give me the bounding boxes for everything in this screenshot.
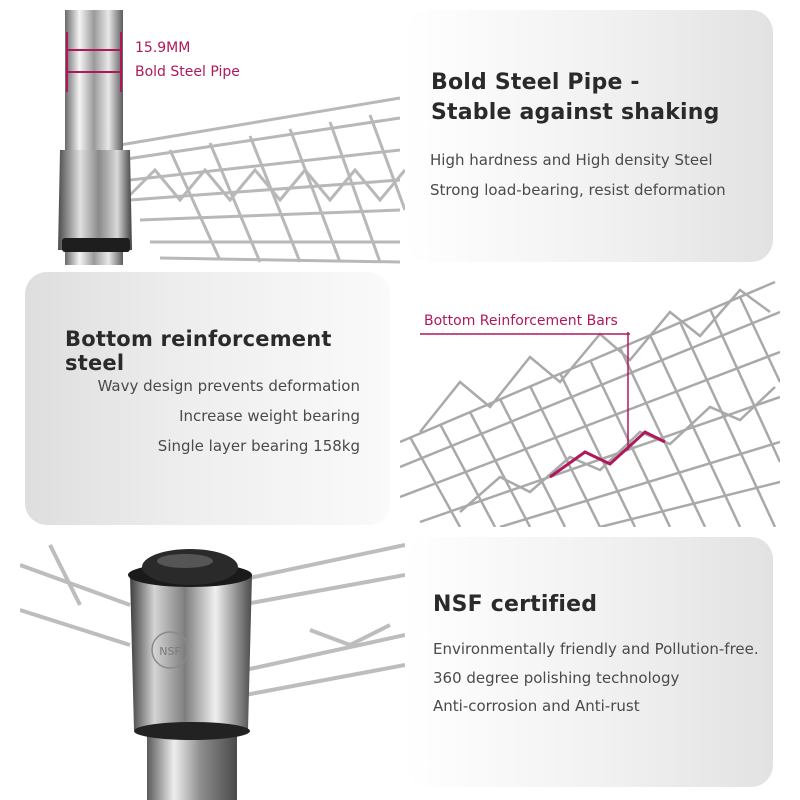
- nsf-feature-2: 360 degree polishing technology: [433, 669, 680, 687]
- svg-text:NSF: NSF: [159, 645, 181, 658]
- nsf-title: NSF certified: [433, 592, 598, 617]
- pipe-name-annotation: Bold Steel Pipe: [135, 64, 240, 80]
- reinforcement-feature-1: Wavy design prevents deformation: [97, 377, 360, 395]
- feature-panel-reinforcement: Bottom reinforcement steel Wavy design p…: [25, 272, 390, 525]
- shelf-frame-graphic: [20, 543, 405, 697]
- steel-pipe-title-line2: Stable against shaking: [431, 100, 720, 125]
- reinforcement-bars-photo: [400, 272, 780, 527]
- steel-pipe-photo: [20, 10, 405, 265]
- nsf-feature-1: Environmentally friendly and Pollution-f…: [433, 640, 759, 658]
- pipe-size-annotation: 15.9MM: [135, 40, 191, 56]
- reinforcement-title: Bottom reinforcement steel: [65, 327, 332, 375]
- pipe-diameter-marker: [66, 32, 122, 92]
- feature-panel-nsf: NSF certified Environmentally friendly a…: [405, 537, 773, 787]
- nsf-feature-3: Anti-corrosion and Anti-rust: [433, 697, 640, 715]
- wire-shelf-graphic: [119, 96, 405, 264]
- nsf-logo-mark: [151, 631, 189, 669]
- reinforcement-feature-3: Single layer bearing 158kg: [157, 437, 360, 455]
- feature-panel-steel-pipe: Bold Steel Pipe - Stable against shaking…: [405, 10, 773, 262]
- reinforcement-bar-highlight: [549, 430, 666, 479]
- wire-grid-graphic: [400, 280, 780, 527]
- reinforcement-annotation: Bottom Reinforcement Bars: [424, 313, 618, 329]
- reinforcement-feature-2: Increase weight bearing: [179, 407, 360, 425]
- steel-pipe-feature-2: Strong load-bearing, resist deformation: [430, 181, 726, 199]
- nsf-sleeve-photo: NSF: [20, 535, 405, 800]
- steel-pipe-title-line1: Bold Steel Pipe -: [431, 70, 640, 95]
- steel-pipe-feature-1: High hardness and High density Steel: [430, 151, 713, 169]
